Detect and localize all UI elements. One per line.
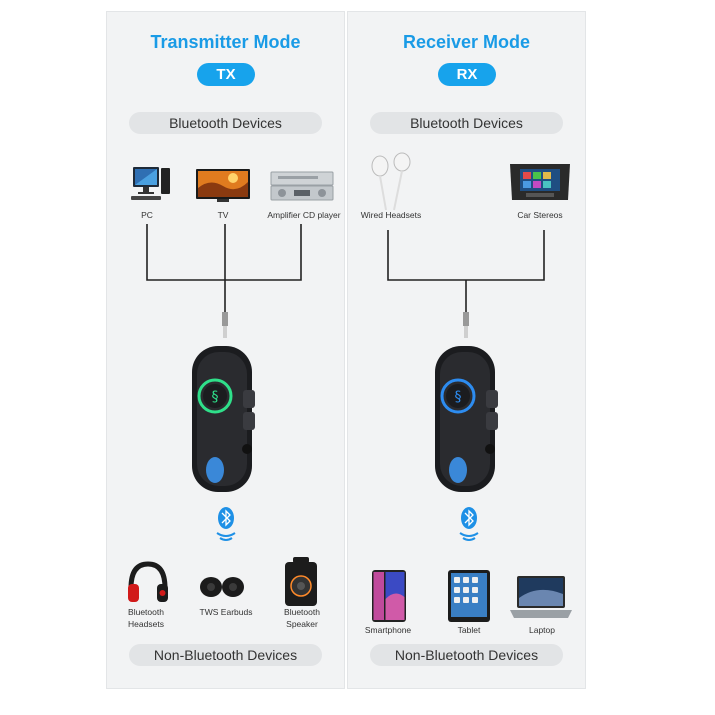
tv-icon	[196, 169, 250, 202]
device-label-laptop: Laptop	[529, 625, 555, 635]
pc-icon	[131, 167, 170, 200]
bluetooth-icon	[459, 507, 479, 541]
tx-badge: TX	[197, 63, 255, 86]
tx-adapter-device: §	[192, 346, 255, 492]
transmitter-panel: Transmitter Mode TX Bluetooth Devices PC…	[106, 11, 345, 689]
device-label-amplifier: Amplifier CD player	[267, 210, 341, 220]
device-label-pc: PC	[141, 210, 153, 220]
device-label-tv: TV	[217, 210, 229, 220]
device-label-smartphone: Smartphone	[364, 625, 412, 635]
headset-icon	[128, 561, 168, 602]
rx-badge: RX	[438, 63, 496, 86]
tx-bluetooth-devices-label: Bluetooth Devices	[129, 112, 322, 134]
bluetooth-icon	[216, 507, 236, 541]
receiver-mode-title: Receiver Mode	[402, 32, 531, 52]
wired-headset-icon	[371, 152, 411, 211]
device-label-wired-headsets: Wired Headsets	[360, 210, 422, 220]
tx-cable-lines	[146, 224, 302, 338]
device-label-tws-earbuds: TWS Earbuds	[199, 607, 253, 617]
transmitter-mode-title: Transmitter Mode	[150, 32, 301, 52]
svg-text:§: §	[455, 389, 462, 405]
receiver-panel: Receiver Mode RX Bluetooth Devices Wired…	[347, 11, 586, 689]
device-label-bluetooth-speaker: Bluetooth Speaker	[284, 607, 320, 629]
speaker-icon	[285, 557, 317, 606]
svg-text:§: §	[212, 389, 219, 405]
tx-non-bluetooth-devices-label: Non-Bluetooth Devices	[129, 644, 322, 666]
rx-cable-lines	[387, 230, 545, 338]
device-label-bluetooth-headsets: Bluetooth Headsets	[128, 607, 164, 629]
car-stereo-icon	[510, 164, 570, 200]
device-label-car-stereos: Car Stereos	[517, 210, 563, 220]
amplifier-icon	[270, 171, 334, 201]
rx-bluetooth-devices-label: Bluetooth Devices	[370, 112, 563, 134]
tablet-icon	[448, 570, 490, 622]
device-label-tablet: Tablet	[457, 625, 481, 635]
laptop-icon	[510, 576, 572, 618]
rx-adapter-device: §	[435, 346, 498, 492]
rx-non-bluetooth-devices-label: Non-Bluetooth Devices	[370, 644, 563, 666]
earbuds-icon	[200, 577, 244, 597]
smartphone-icon	[372, 570, 406, 622]
